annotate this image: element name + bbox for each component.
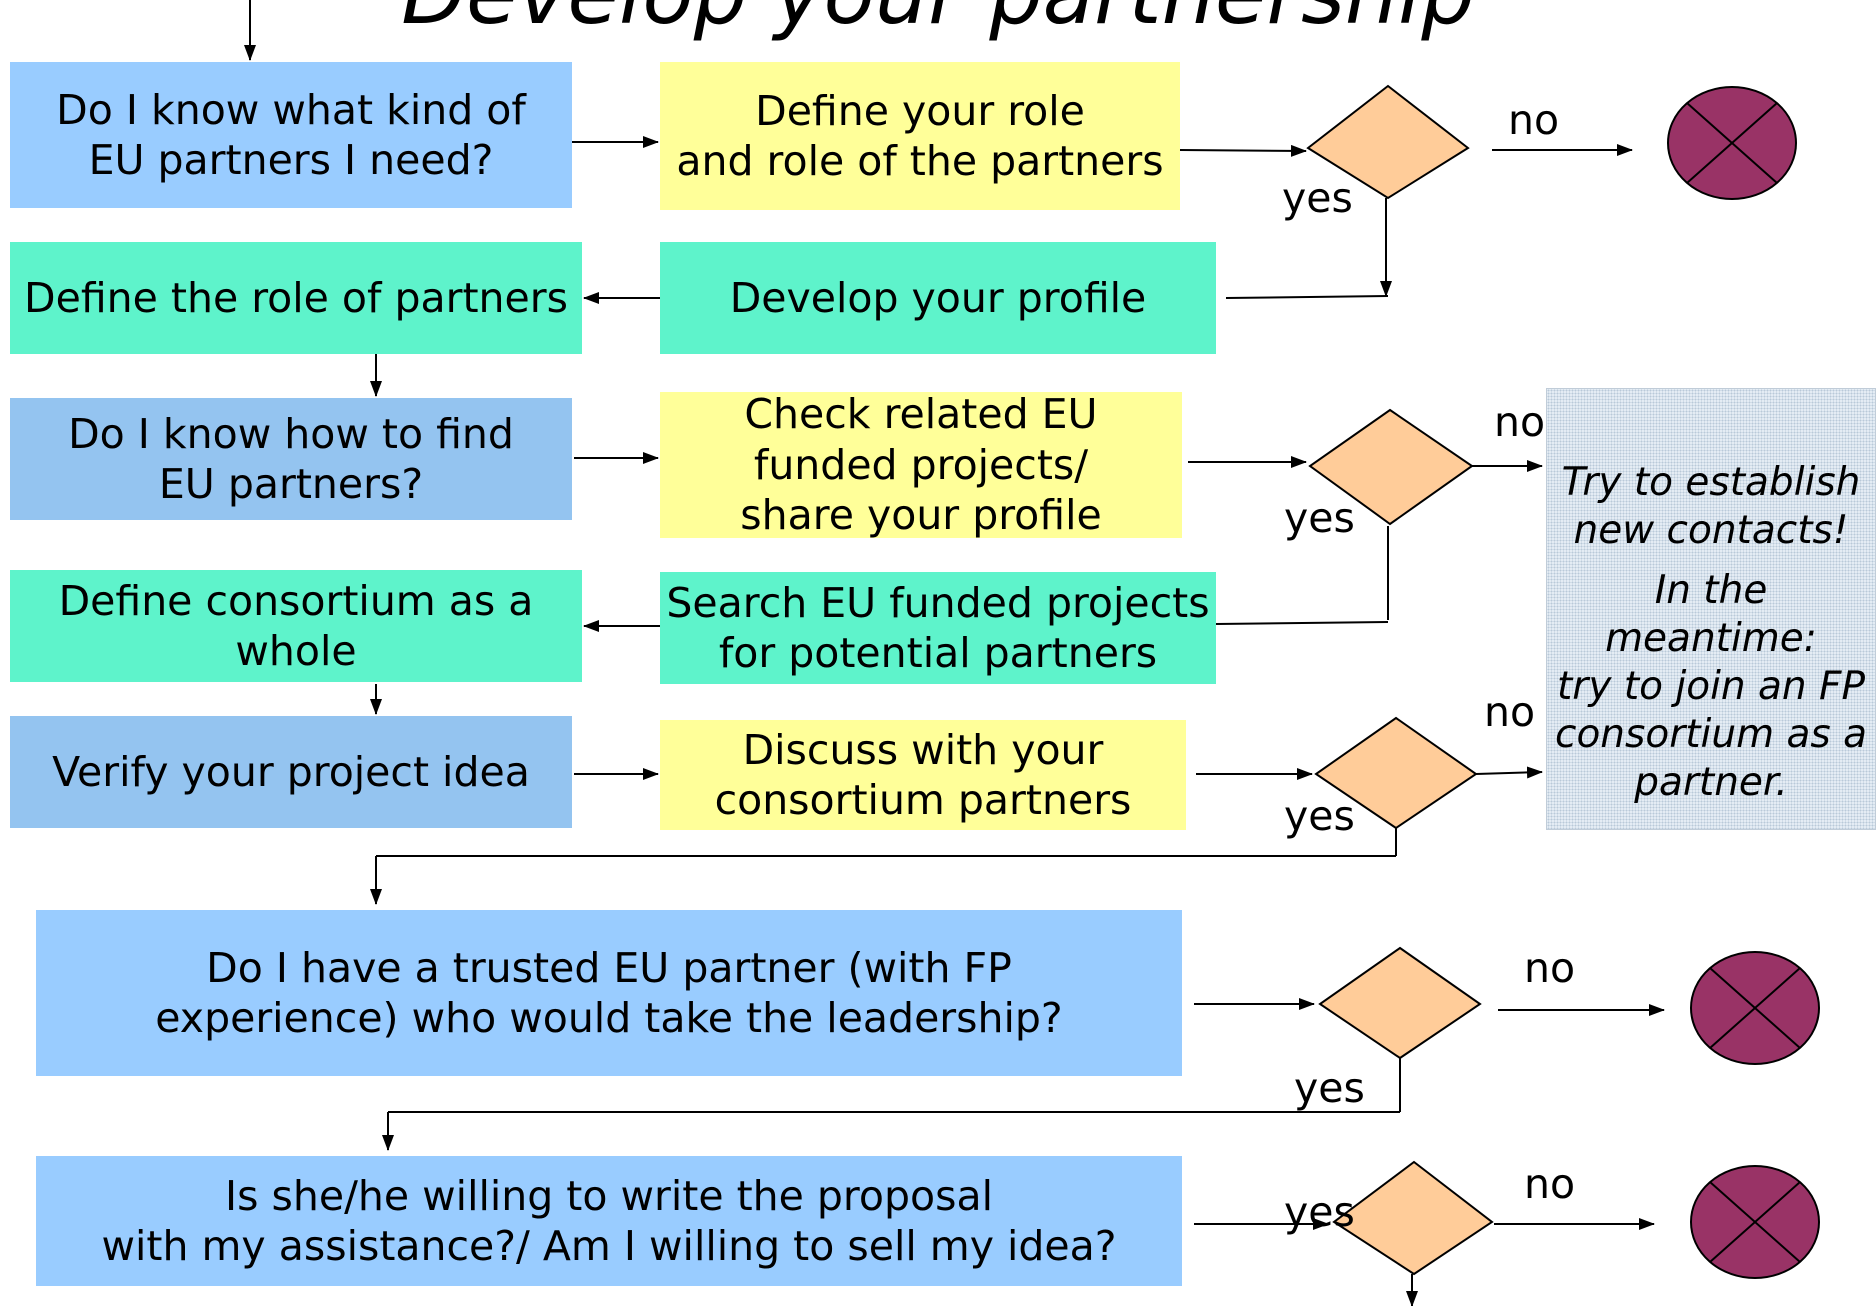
label-yes-1: yes [1282,174,1353,222]
note-line-meantime: In the meantime: try to join an FP conso… [1555,567,1867,805]
stop-symbol-2 [1690,951,1820,1065]
arrow-define-role-to-decision1 [1179,144,1307,157]
page-title: Develop your partnership [0,0,1876,36]
discuss-with-partners-box: Discuss with your consortium partners [660,720,1186,830]
label-no-5: no [1524,1160,1576,1208]
decision-diamond-4 [1318,946,1482,1060]
define-consortium-box: Define consortium as a whole [10,570,582,682]
line-yes2-to-search [1215,621,1389,625]
label-no-2: no [1494,398,1546,446]
define-your-role-box: Define your role and role of the partner… [660,62,1180,210]
label-no-4: no [1524,944,1576,992]
question-find-partners-box: Do I know how to find EU partners? [10,398,572,520]
decision-diamond-3 [1314,716,1478,830]
stop-symbol-1 [1667,86,1797,200]
label-yes-4: yes [1294,1064,1365,1112]
decision-diamond-1 [1306,84,1470,200]
note-line-contacts: Try to establish new contacts! [1561,460,1861,553]
label-yes-5: yes [1284,1188,1355,1236]
label-no-1: no [1508,96,1560,144]
question-kind-of-partners-box: Do I know what kind of EU partners I nee… [10,62,572,208]
check-related-projects-box: Check related EU funded projects/ share … [660,390,1182,539]
label-no-3: no [1484,688,1536,736]
verify-project-idea-box: Verify your project idea [10,716,572,828]
develop-profile-box: Develop your profile [660,242,1216,354]
search-projects-box: Search EU funded projects for potential … [660,572,1216,684]
decision-diamond-5 [1332,1160,1494,1276]
label-yes-3: yes [1284,792,1355,840]
label-yes-2: yes [1284,494,1355,542]
question-willing-box: Is she/he willing to write the proposal … [36,1156,1182,1286]
new-contacts-note: Try to establish new contacts! In the me… [1546,388,1876,830]
stop-symbol-3 [1690,1165,1820,1279]
arrow-decision3-no [1475,766,1543,779]
define-role-of-partners-box: Define the role of partners [10,242,582,354]
decision-diamond-2 [1308,408,1474,526]
question-trusted-partner-box: Do I have a trusted EU partner (with FP … [36,910,1182,1076]
line-yes1-to-profile [1225,295,1389,299]
